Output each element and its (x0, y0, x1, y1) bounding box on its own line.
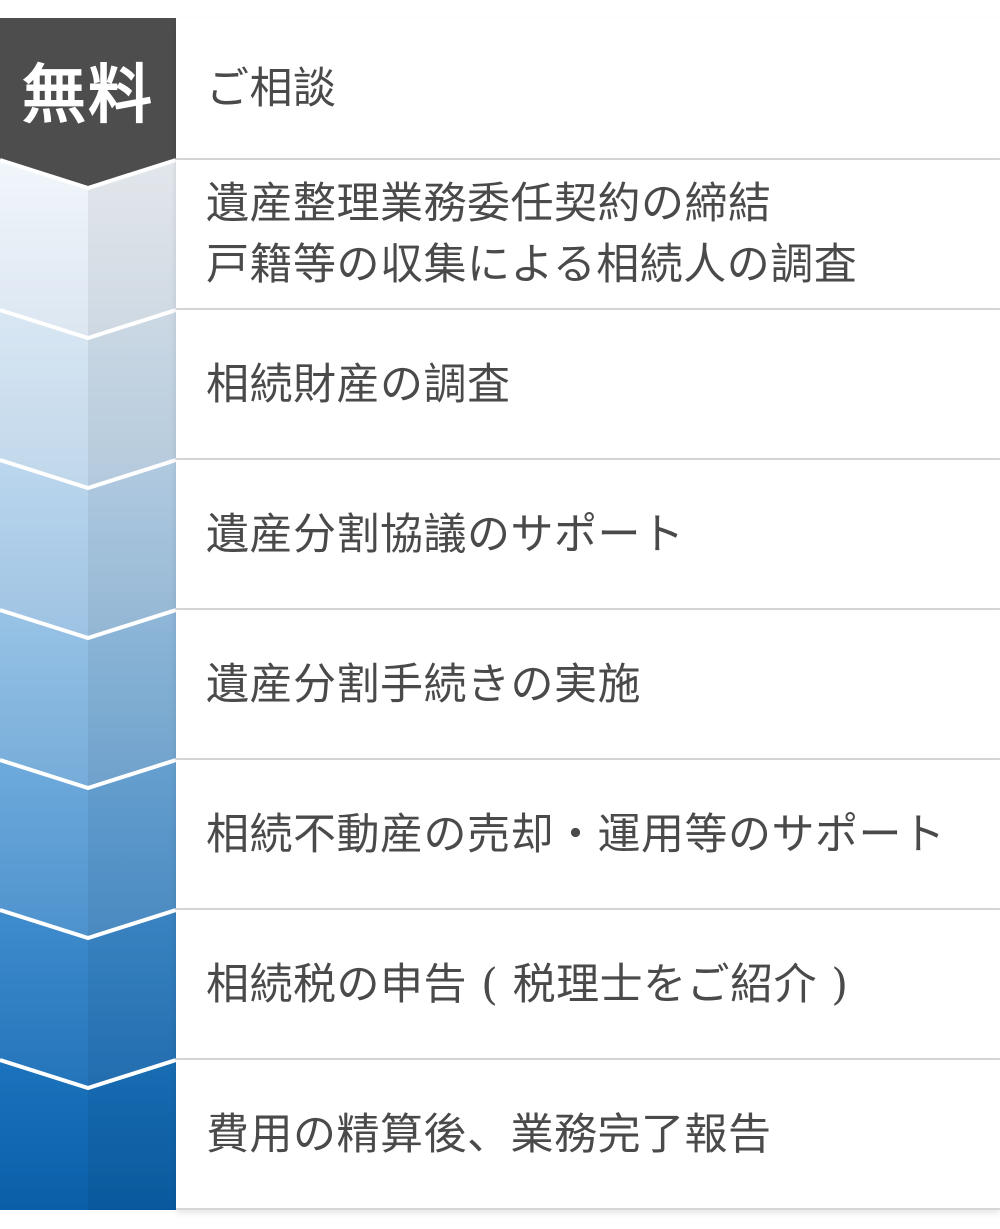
flow-step-8: 費用の精算後、業務完了報告 (0, 1060, 1000, 1210)
step-label-line: 相続財産の調査 (206, 360, 511, 410)
step-label-line: ご相談 (206, 64, 337, 114)
chevron-column: 無料 (0, 0, 176, 1229)
chevron-7 (0, 910, 176, 1088)
flow-step-2: 遺産整理業務委任契約の締結戸籍等の収集による相続人の調査 (0, 160, 1000, 310)
flow-step-7: 相続税の申告 ( 税理士をご紹介 ) (0, 910, 1000, 1060)
step-label: 費用の精算後、業務完了報告 (206, 1105, 992, 1165)
step-label-line: 遺産分割協議のサポート (206, 510, 685, 560)
flow-step-4: 遺産分割協議のサポート (0, 460, 1000, 610)
step-panel (176, 610, 1000, 760)
chevron-separator (0, 458, 176, 491)
chevron-shade (88, 160, 176, 338)
step-label-line: 費用の精算後、業務完了報告 (206, 1110, 772, 1160)
chevron-separator (0, 608, 176, 641)
chevron-separator (0, 758, 176, 791)
step-panel (176, 160, 1000, 310)
chevron-3 (0, 310, 176, 488)
step-label: 相続不動産の売却・運用等のサポート (206, 805, 992, 865)
step-label-line: 相続不動産の売却・運用等のサポート (206, 810, 946, 860)
step-panel (176, 910, 1000, 1060)
flow-step-1: ご相談 (0, 18, 1000, 160)
step-panel (176, 310, 1000, 460)
step-label-line: 戸籍等の収集による相続人の調査 (206, 240, 858, 290)
step-label-line: 遺産分割手続きの実施 (206, 660, 641, 710)
step-label: ご相談 (206, 59, 992, 119)
chevron-separator (0, 1058, 176, 1091)
chevron-2 (0, 160, 176, 338)
chevron-5 (0, 610, 176, 788)
step-label: 相続税の申告 ( 税理士をご紹介 ) (206, 955, 992, 1015)
chevron-shade (88, 610, 176, 788)
step-panel (176, 18, 1000, 160)
chevron-shade (88, 1060, 176, 1210)
step-panel (176, 760, 1000, 910)
chevron-1 (0, 18, 176, 188)
step-label: 相続財産の調査 (206, 355, 992, 415)
flow-step-5: 遺産分割手続きの実施 (0, 610, 1000, 760)
chevron-separator (0, 308, 176, 341)
free-badge: 無料 (22, 59, 154, 133)
step-label: 遺産分割手続きの実施 (206, 655, 992, 715)
step-panel (176, 1060, 1000, 1210)
chevron-8 (0, 1060, 176, 1210)
step-label: 遺産整理業務委任契約の締結戸籍等の収集による相続人の調査 (206, 174, 992, 296)
chevron-shade (88, 910, 176, 1088)
step-label: 遺産分割協議のサポート (206, 505, 992, 565)
chevron-shade (88, 460, 176, 638)
chevron-shade (88, 310, 176, 488)
chevron-6 (0, 760, 176, 938)
step-label-line: 遺産整理業務委任契約の締結 (206, 179, 772, 229)
chevron-stack (0, 18, 176, 1210)
chevron-separator (0, 908, 176, 941)
step-label-line: 相続税の申告 ( 税理士をご紹介 ) (206, 960, 849, 1010)
chevron-4 (0, 460, 176, 638)
chevron-shade (88, 760, 176, 938)
flow-step-6: 相続不動産の売却・運用等のサポート (0, 760, 1000, 910)
step-panel (176, 460, 1000, 610)
flow-step-3: 相続財産の調査 (0, 310, 1000, 460)
chevron-separator (0, 158, 176, 191)
